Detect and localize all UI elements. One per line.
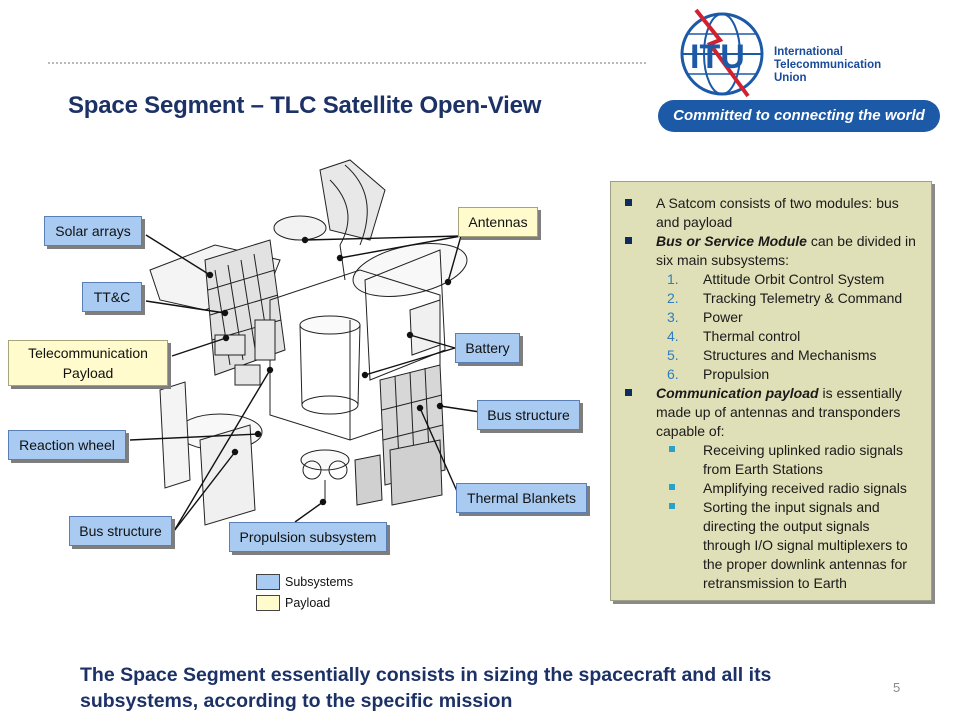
- label-bus-structure-right: Bus structure: [477, 400, 580, 430]
- itu-name-line3: Union: [774, 72, 807, 84]
- sub-bullet-icon: [669, 484, 675, 490]
- label-reaction-wheel: Reaction wheel: [8, 430, 126, 460]
- label-solar-arrays: Solar arrays: [44, 216, 142, 246]
- svg-text:ITU: ITU: [690, 38, 745, 76]
- subsystem-num: 1.: [667, 271, 679, 287]
- info-panel: A Satcom consists of two modules: bus an…: [610, 181, 932, 601]
- label-telecom-payload-line1: Telecommunication: [28, 345, 148, 361]
- panel-c3-line2: directing the output signals: [703, 518, 870, 534]
- panel-b2-rest: can be divided in: [806, 233, 916, 249]
- legend-swatch-payload: [256, 595, 280, 611]
- subsystem-num: 5.: [667, 347, 679, 363]
- label-thermal-blankets: Thermal Blankets: [456, 483, 587, 513]
- label-antennas: Antennas: [458, 207, 538, 237]
- label-battery: Battery: [455, 333, 520, 363]
- bottom-statement-line1: The Space Segment essentially consists i…: [80, 664, 772, 686]
- bullet-square-icon: [625, 389, 632, 396]
- panel-b1-line1: A Satcom consists of two modules: bus: [656, 195, 899, 211]
- label-ttc: TT&C: [82, 282, 142, 312]
- panel-c3-line3: through I/O signal multiplexers to: [703, 537, 908, 553]
- panel-b3-line2: made up of antennas and transponders: [656, 404, 901, 420]
- header-divider: [48, 62, 646, 64]
- bullet-square-icon: [625, 199, 632, 206]
- page-number: 5: [893, 680, 901, 695]
- subsystem-item: Structures and Mechanisms: [703, 347, 877, 363]
- panel-b3-line3: capable of:: [656, 423, 725, 439]
- panel-b3-rest: is essentially: [818, 385, 902, 401]
- itu-globe-icon: ITU: [680, 8, 764, 98]
- page-title: Space Segment – TLC Satellite Open-View: [68, 92, 542, 119]
- label-propulsion-subsystem: Propulsion subsystem: [229, 522, 387, 552]
- panel-b3-line1: Communication payload is essentially: [656, 384, 902, 403]
- subsystem-item: Thermal control: [703, 328, 801, 344]
- panel-b2-line2: six main subsystems:: [656, 252, 790, 268]
- legend-payload: Payload: [285, 596, 331, 610]
- bullet-square-icon: [625, 237, 632, 244]
- bottom-statement-line2: subsystems, according to the specific mi…: [80, 690, 513, 712]
- itu-name-line1: International: [774, 46, 844, 58]
- panel-b1-line2: and payload: [656, 214, 733, 230]
- subsystem-num: 2.: [667, 290, 679, 306]
- itu-tagline: Committed to connecting the world: [658, 100, 940, 132]
- subsystem-num: 3.: [667, 309, 679, 325]
- panel-c3-line1: Sorting the input signals and: [703, 499, 880, 515]
- subsystem-num: 6.: [667, 366, 679, 382]
- label-bus-structure-left: Bus structure: [69, 516, 172, 546]
- panel-c3-line5: retransmission to Earth: [703, 575, 847, 591]
- legend-swatch-subsystems: [256, 574, 280, 590]
- subsystem-item: Attitude Orbit Control System: [703, 271, 885, 287]
- satellite-illustration: [129, 159, 481, 532]
- sub-bullet-icon: [669, 503, 675, 509]
- satellite-diagram: Solar arrays TT&C Telecommunication Payl…: [0, 150, 600, 620]
- label-telecom-payload: Telecommunication Payload: [8, 340, 168, 386]
- subsystem-item: Tracking Telemetry & Command: [703, 290, 903, 306]
- panel-c3-line4: the proper downlink antennas for: [703, 556, 907, 572]
- itu-name-line2: Telecommunication: [774, 59, 882, 71]
- panel-c1-line2: from Earth Stations: [703, 461, 823, 477]
- label-telecom-payload-line2: Payload: [62, 365, 114, 381]
- panel-c1-line1: Receiving uplinked radio signals: [703, 442, 904, 458]
- panel-b2-bold: Bus or Service Module: [656, 233, 807, 249]
- bottom-statement: The Space Segment essentially consists i…: [80, 662, 880, 714]
- sub-bullet-icon: [669, 446, 675, 452]
- panel-b3-bold: Communication payload: [656, 385, 819, 401]
- legend-subsystems: Subsystems: [285, 575, 354, 589]
- subsystem-item: Power: [703, 309, 743, 325]
- panel-c2-line1: Amplifying received radio signals: [703, 480, 907, 496]
- panel-b2-line1: Bus or Service Module can be divided in: [656, 232, 916, 251]
- itu-logo: ITU International Telecommunication Unio…: [652, 2, 944, 134]
- itu-name: International Telecommunication Union: [774, 46, 881, 85]
- subsystem-item: Propulsion: [703, 366, 770, 382]
- subsystem-num: 4.: [667, 328, 679, 344]
